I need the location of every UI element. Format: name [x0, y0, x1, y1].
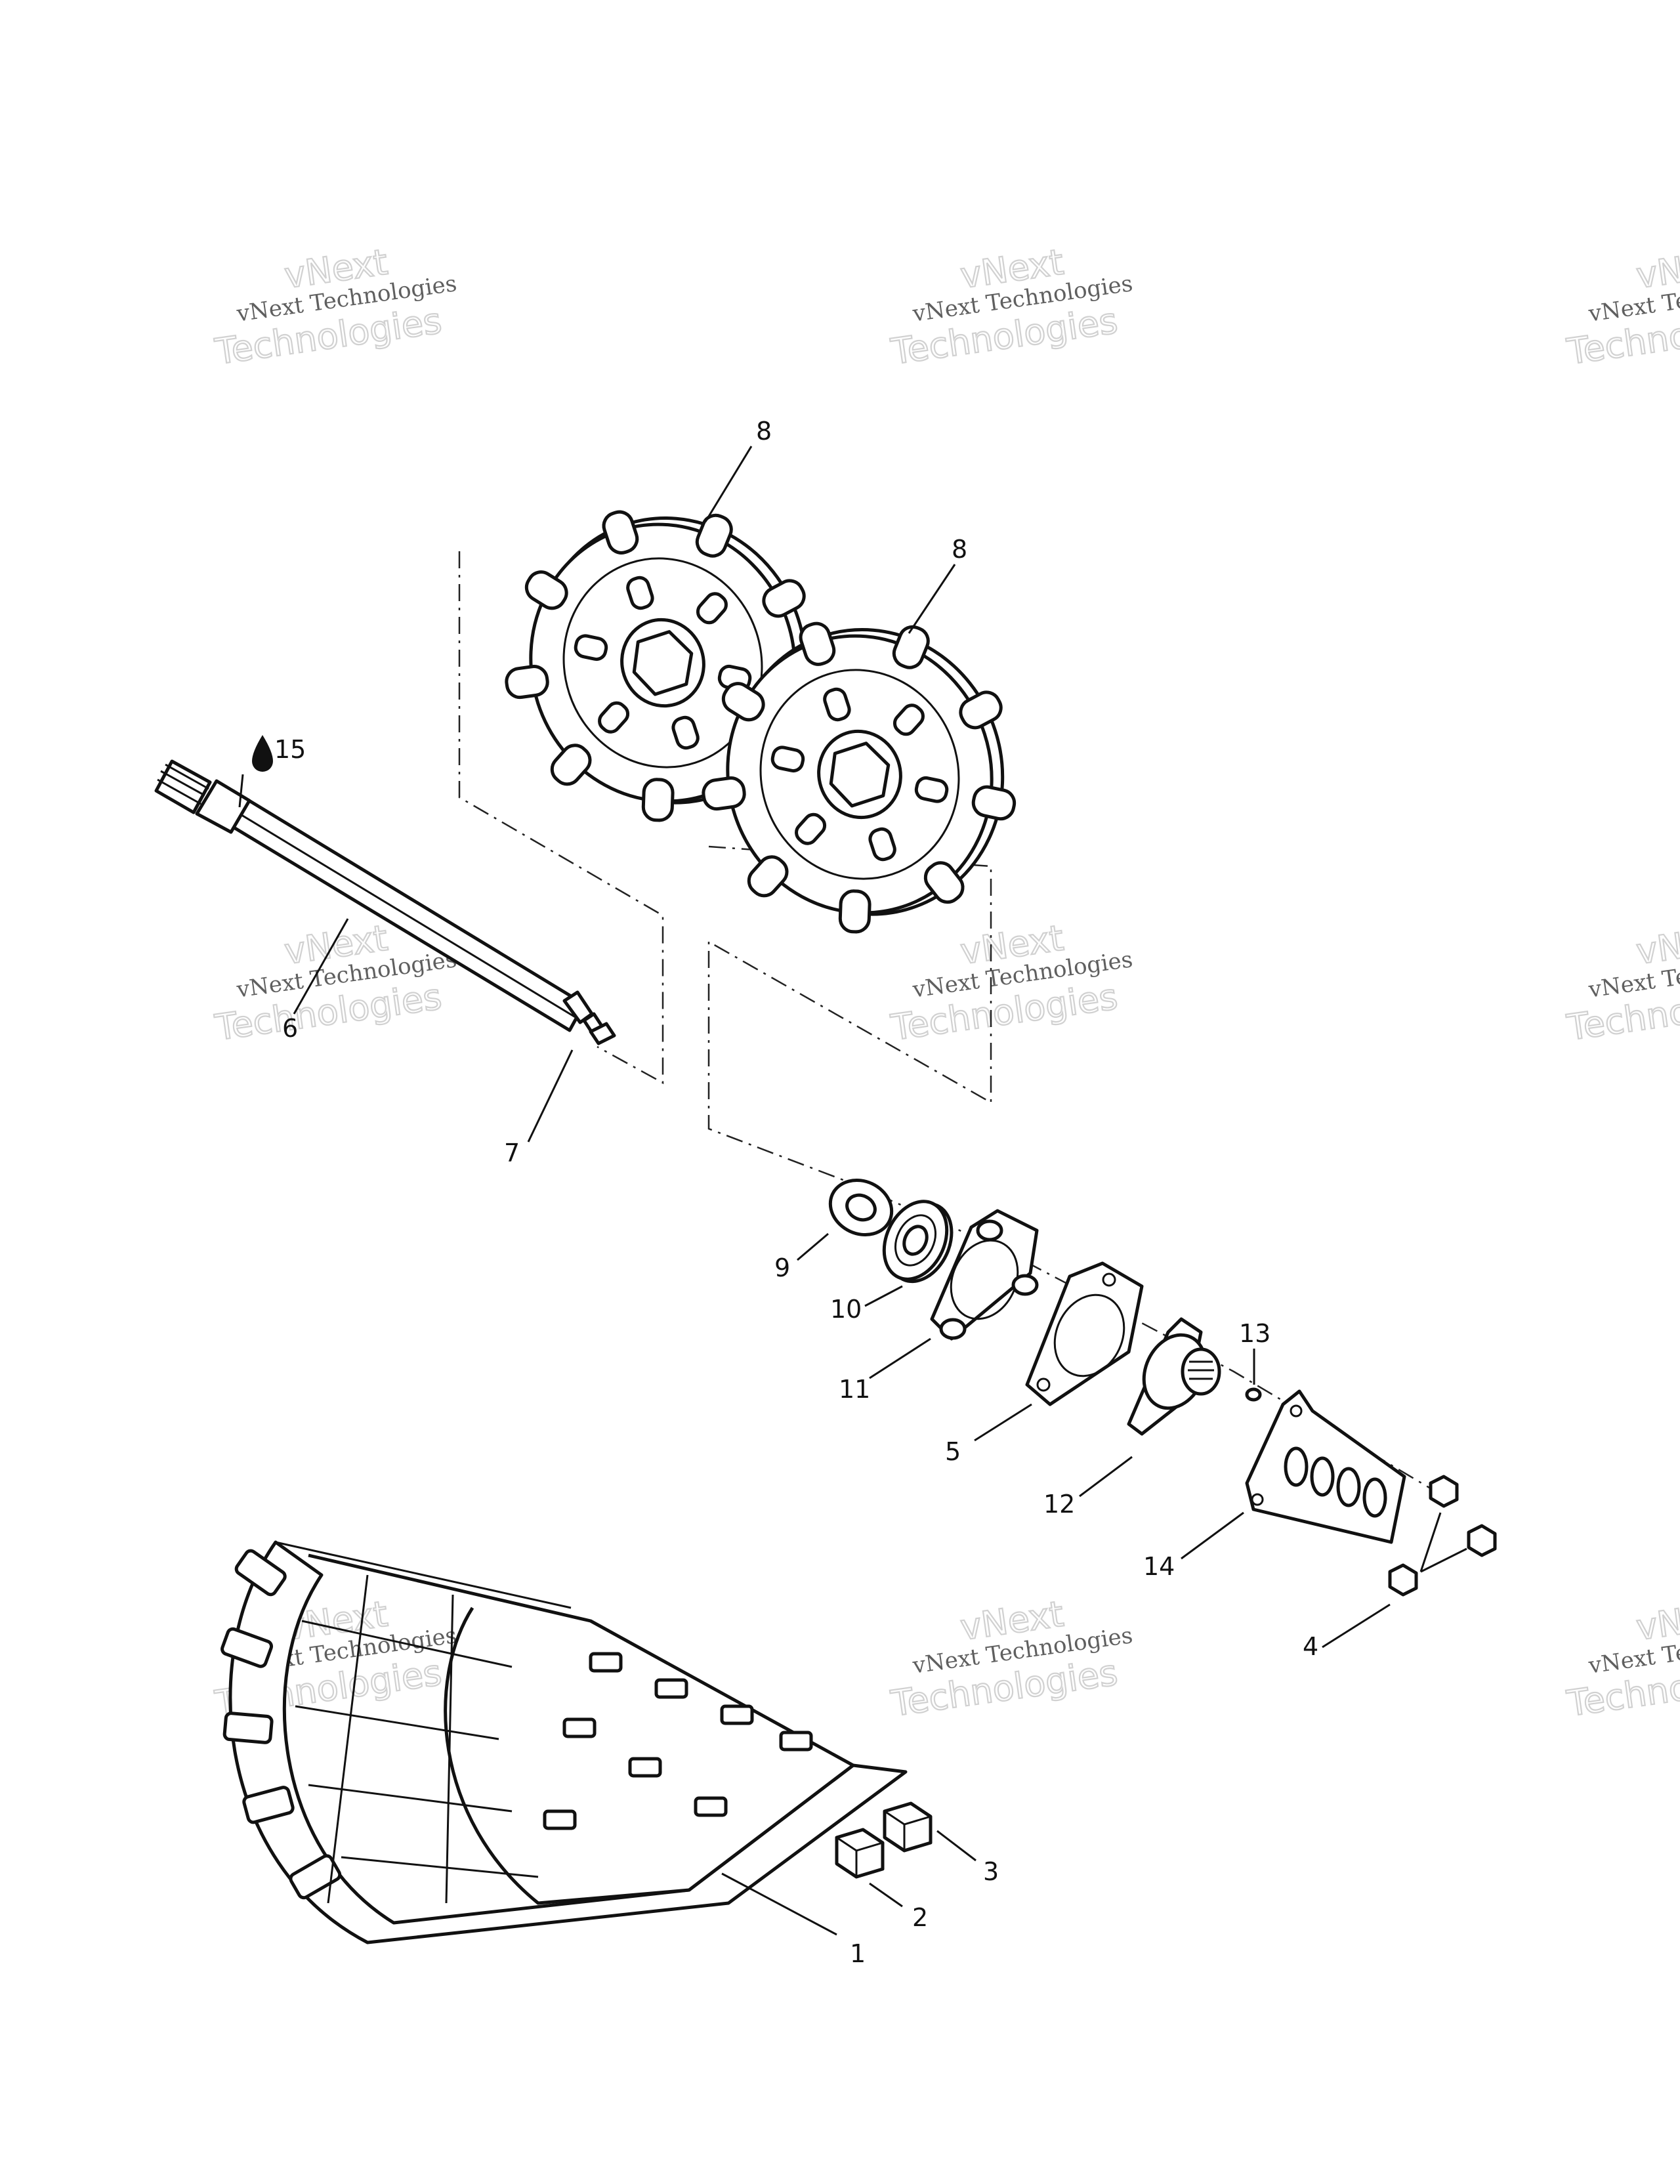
- watermark: vNext vNext Technologies Technologies: [211, 916, 458, 1049]
- callout-3: 3: [983, 1857, 999, 1886]
- watermark: vNext vNext Technologies Technologies: [887, 240, 1134, 373]
- callout-15: 15: [274, 735, 306, 764]
- callout-2: 2: [912, 1903, 928, 1932]
- sprocket-front: [702, 621, 1017, 934]
- mount-bracket: [1245, 1389, 1406, 1544]
- watermark: vNext vNext Technologies Technologies: [1563, 916, 1680, 1049]
- callout-6: 6: [282, 1014, 298, 1043]
- track-clip-3: [883, 1801, 933, 1853]
- gasket-plate: [1025, 1261, 1144, 1406]
- callout-10: 10: [830, 1295, 862, 1324]
- end-cap: [1127, 1317, 1221, 1436]
- bearing-housing: [930, 1209, 1039, 1341]
- callout-5: 5: [945, 1437, 961, 1466]
- watermark: vNext vNext Technologies Technologies: [887, 1592, 1134, 1725]
- watermark: vNext vNext Technologies Technologies: [887, 916, 1134, 1049]
- callout-13: 13: [1239, 1319, 1270, 1348]
- bearing: [882, 1200, 954, 1284]
- watermark: vNext vNext Technologies Technologies: [1563, 1592, 1680, 1725]
- grease-fitting: [1245, 1387, 1262, 1402]
- watermark-group: vNext vNext Technologies Technologies vN…: [211, 240, 1680, 1725]
- callouts: 8 8 15 6 7 9 10 11 5 12 13 14 4 1 2 3: [274, 417, 1318, 1968]
- drive-axle: [154, 759, 606, 1038]
- track: [220, 1540, 908, 1944]
- callout-1: 1: [850, 1939, 866, 1968]
- watermark-vnext: vNext: [1633, 242, 1680, 297]
- callout-4: 4: [1303, 1632, 1318, 1661]
- nuts: [1388, 1475, 1497, 1597]
- callout-14: 14: [1143, 1552, 1175, 1581]
- assembly-line-sprocket-1: [458, 551, 664, 1085]
- watermark: vNext vNext Technologies Technologies: [1563, 240, 1680, 373]
- callout-12: 12: [1043, 1490, 1075, 1519]
- leader-lines: [238, 446, 1391, 1936]
- track-clip-2: [835, 1828, 885, 1879]
- callout-7: 7: [504, 1139, 520, 1167]
- watermark-vnext: vNext: [1633, 1593, 1680, 1648]
- watermark: vNext vNext Technologies Technologies: [211, 240, 458, 373]
- callout-8: 8: [756, 417, 772, 446]
- retainer-ring: [828, 1178, 894, 1237]
- watermark-vnext: vNext: [1633, 917, 1680, 973]
- oil-drop-icon: [252, 735, 273, 772]
- callout-11: 11: [839, 1375, 870, 1404]
- axle-clip: [589, 1022, 616, 1045]
- callout-8: 8: [952, 535, 967, 564]
- callout-9: 9: [774, 1253, 790, 1282]
